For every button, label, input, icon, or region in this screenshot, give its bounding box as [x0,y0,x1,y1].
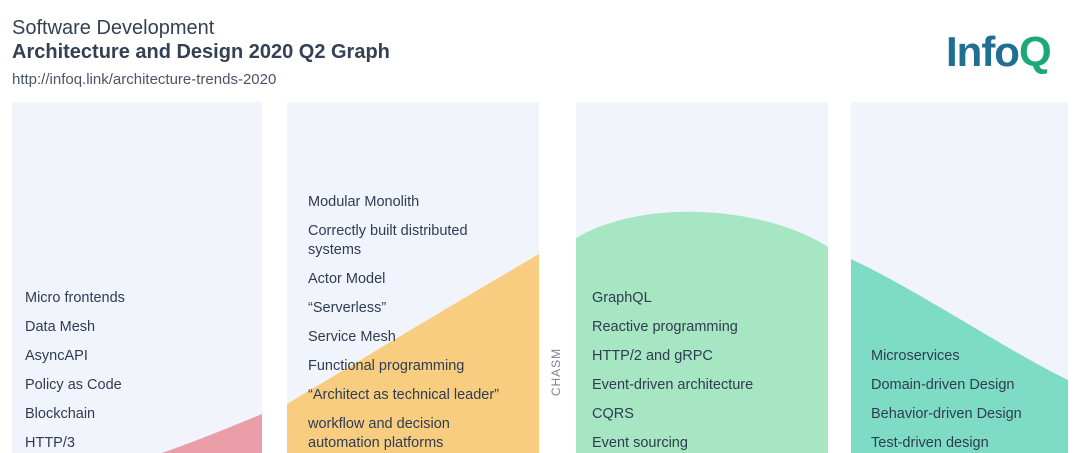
list-item: Reactive programming [592,319,738,335]
header-url[interactable]: http://infoq.link/architecture-trends-20… [12,71,277,88]
list-item: Microservices [871,348,960,364]
logo-text-main: Info [946,28,1020,75]
list-item: “Serverless” [308,300,387,316]
list-item: GraphQL [592,290,652,306]
list-item: “Architect as technical leader” [308,387,499,403]
header-subtitle: Software Development [12,17,215,39]
infoq-logo[interactable]: InfoQ [946,28,1052,76]
list-item: Actor Model [308,271,386,287]
list-item: Correctly built distributed systems [308,223,468,258]
list-item: Modular Monolith [308,194,420,210]
header-title: Architecture and Design 2020 Q2 Graph [12,41,390,63]
panel-innovators: Micro frontends Data Mesh AsyncAPI Polic… [12,102,262,453]
list-item: workflow and decision automation platfor… [308,416,450,451]
list-item: Micro frontends [25,290,125,306]
list-item: Test-driven design [871,435,989,451]
list-item: HTTP/3 [25,435,75,451]
list-item: Blockchain [25,406,96,422]
innovators-curve [162,414,262,453]
list-item: Event sourcing [592,435,688,451]
list-item: Event-driven architecture [592,377,754,393]
list-item: CQRS [592,406,634,422]
panel-late-majority: Microservices Domain-driven Design Behav… [851,102,1068,453]
early-adopters-curve [287,254,539,453]
list-item: Behavior-driven Design [871,406,1022,422]
list-item: Functional programming [308,358,465,374]
list-item: HTTP/2 and gRPC [592,348,713,364]
list-item: Service Mesh [308,329,396,345]
early-majority-curve [576,211,828,453]
panel-early-majority: GraphQL Reactive programming HTTP/2 and … [576,102,828,453]
graph-header: Software Development Architecture and De… [12,16,390,90]
panel-early-adopters: Modular Monolith Correctly built distrib… [287,102,539,453]
list-item: Policy as Code [25,377,122,393]
logo-text-q: Q [1018,28,1052,75]
list-item: Data Mesh [25,319,96,335]
chasm-label: CHASM [549,347,563,397]
late-majority-curve [851,259,1068,453]
list-item: Domain-driven Design [871,377,1015,393]
list-item: AsyncAPI [25,348,88,364]
